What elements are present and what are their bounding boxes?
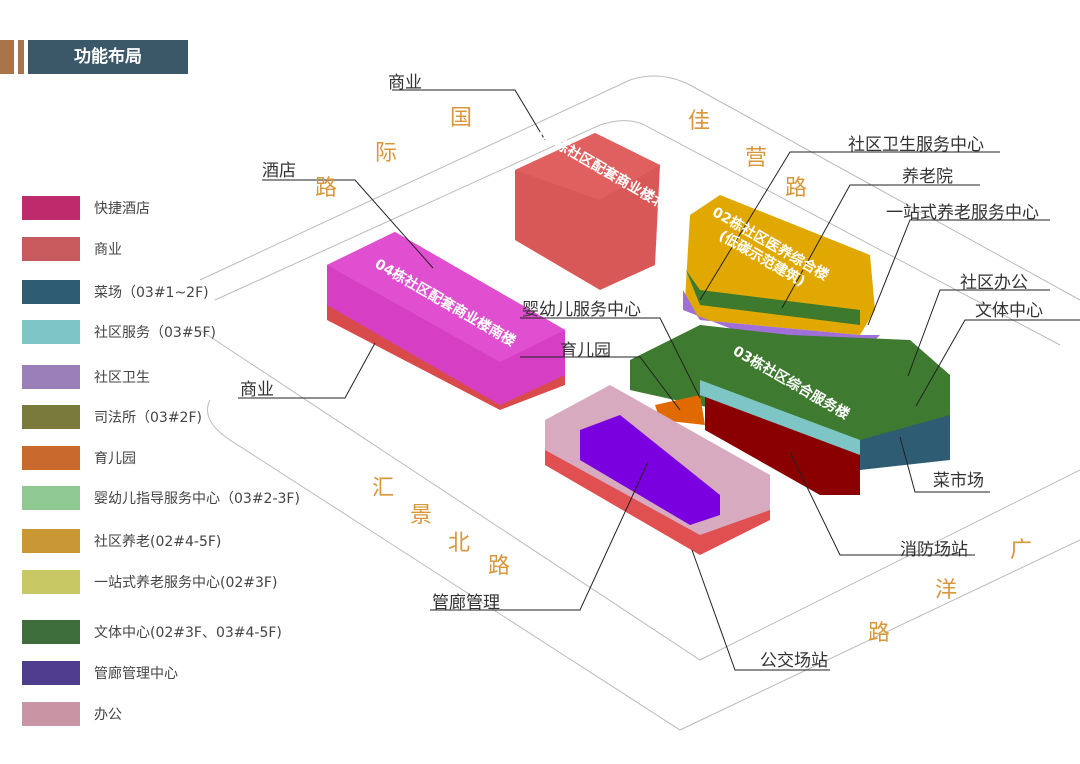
legend-item: 育儿园	[22, 446, 136, 470]
legend-label: 菜场（03#1~2F)	[94, 285, 209, 301]
legend-item: 社区卫生	[22, 365, 150, 389]
legend-label: 司法所（03#2F)	[94, 410, 202, 426]
legend-swatch	[22, 365, 80, 389]
legend-label: 社区养老(02#4-5F)	[94, 534, 222, 550]
road-outlines	[199, 75, 1080, 731]
legend-item: 管廊管理中心	[22, 661, 178, 685]
legend-item: 社区服务（03#5F)	[22, 320, 216, 344]
road-char: 广	[1010, 538, 1033, 563]
legend-label: 文体中心(02#3F、03#4-5F)	[94, 625, 282, 641]
legend-label: 商业	[94, 242, 122, 258]
legend-item: 快捷酒店	[22, 196, 150, 220]
legend-swatch	[22, 486, 80, 510]
legend-item: 婴幼儿指导服务中心（03#2-3F)	[22, 486, 300, 510]
legend-swatch	[22, 661, 80, 685]
legend-swatch	[22, 702, 80, 726]
callout-label: 社区卫生服务中心	[848, 135, 984, 155]
header-accent	[0, 40, 14, 74]
road-char: 佳	[688, 109, 711, 134]
header-accent	[18, 40, 24, 74]
legend-swatch	[22, 620, 80, 644]
callout-label: 婴幼儿服务中心	[522, 300, 641, 320]
road-char: 汇	[372, 476, 395, 501]
callout-label: 公交场站	[760, 651, 828, 671]
legend-swatch	[22, 237, 80, 261]
callout-label: 育儿园	[560, 341, 611, 361]
road-char: 北	[448, 531, 471, 556]
road-char: 际	[375, 141, 398, 166]
callout-label: 商业	[240, 380, 274, 400]
road-char: 洋	[935, 578, 958, 603]
legend-label: 一站式养老服务中心(02#3F)	[94, 575, 278, 591]
legend-label: 社区卫生	[94, 370, 150, 386]
callout-label: 商业	[388, 73, 422, 93]
building-03	[630, 325, 950, 470]
road-char: 路	[315, 176, 338, 201]
legend-label: 办公	[94, 707, 122, 723]
callout-label: 消防场站	[900, 540, 968, 560]
legend-label: 婴幼儿指导服务中心（03#2-3F)	[94, 491, 300, 507]
callout-label: 管廊管理	[432, 593, 500, 613]
callout-label: 酒店	[262, 161, 296, 181]
road-char: 景	[410, 503, 433, 528]
legend-swatch	[22, 529, 80, 553]
legend-label: 育儿园	[94, 451, 136, 467]
road-char: 路	[488, 554, 511, 579]
legend-swatch	[22, 405, 80, 429]
legend-item: 司法所（03#2F)	[22, 405, 202, 429]
legend-item: 商业	[22, 237, 122, 261]
road-char: 路	[868, 621, 891, 646]
legend-label: 管廊管理中心	[94, 666, 178, 682]
legend-label: 社区服务（03#5F)	[94, 325, 216, 341]
road-char: 路	[785, 176, 808, 201]
legend-swatch	[22, 320, 80, 344]
legend-swatch	[22, 196, 80, 220]
legend-item: 一站式养老服务中心(02#3F)	[22, 570, 277, 594]
callout-label: 文体中心	[975, 301, 1043, 321]
road-char: 国	[450, 106, 473, 131]
callout-label: 菜市场	[933, 471, 984, 491]
callout-label: 社区办公	[960, 273, 1028, 293]
legend-swatch	[22, 446, 80, 470]
legend-swatch	[22, 280, 80, 304]
legend-item: 文体中心(02#3F、03#4-5F)	[22, 620, 282, 644]
road-char: 营	[745, 146, 768, 171]
callout-label: 一站式养老服务中心	[886, 203, 1039, 223]
callout-lines	[238, 89, 1080, 671]
legend-item: 办公	[22, 702, 122, 726]
legend-swatch	[22, 570, 80, 594]
page-title: 功能布局	[28, 40, 188, 74]
legend-label: 快捷酒店	[94, 201, 150, 217]
legend-item: 菜场（03#1~2F)	[22, 280, 209, 304]
callout-label: 养老院	[902, 167, 953, 187]
legend-item: 社区养老(02#4-5F)	[22, 529, 221, 553]
